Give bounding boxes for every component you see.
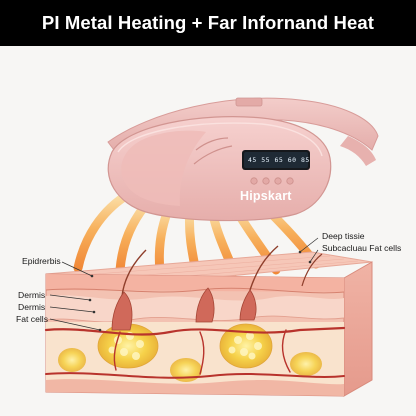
brand-logo: Hipskart [240,189,292,203]
mode-button[interactable] [262,177,270,185]
skin-cross-section [44,245,373,397]
illustration-stage [0,46,416,416]
headline-banner: PI Metal Heating + Far Infornand Heat [0,0,416,46]
hair-follicles [111,245,323,331]
display-readout: 45 55 65 60 85 [248,156,310,164]
heat-button[interactable] [274,177,282,185]
skin-and-device-illustration [0,46,416,416]
label-deep-tissue: Deep tissie [322,231,365,241]
heating-device-body [107,116,332,222]
headline-text: PI Metal Heating + Far Infornand Heat [41,12,375,33]
label-dermis-lower: Dermis [18,302,46,312]
label-leaders [49,237,319,331]
timer-button[interactable] [286,177,294,185]
blood-vessels [44,326,346,379]
label-subcutaneous-fat: Subcacluau Fat cells [322,243,402,253]
device-strap [107,97,379,166]
label-fat-cells: Fat cells [16,314,48,324]
label-epidermis: Epidrerbis [22,256,61,266]
power-button[interactable] [250,177,258,185]
label-dermis-upper: Dermis [18,290,46,300]
